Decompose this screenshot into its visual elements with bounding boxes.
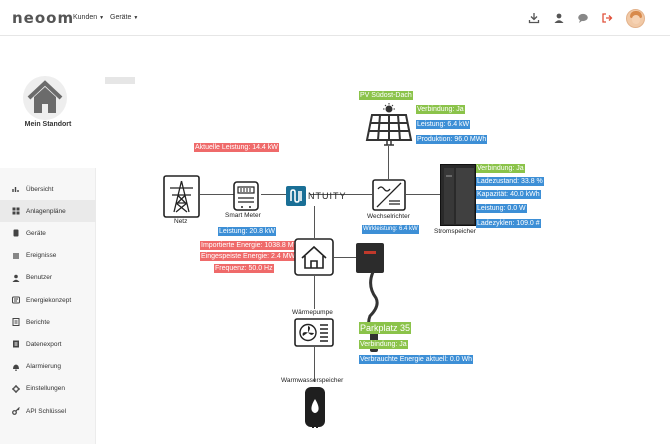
- battery-storage-image[interactable]: [440, 164, 476, 226]
- sidebar-item-geräte[interactable]: Geräte: [0, 222, 96, 244]
- sidebar-item-api-schlüssel[interactable]: API Schlüssel: [0, 400, 96, 422]
- sidebar-item-übersicht[interactable]: Übersicht: [0, 178, 96, 200]
- line-house-charger: [334, 257, 356, 258]
- sidebar-item-datenexport[interactable]: Datenexport: [0, 333, 96, 355]
- logout-icon[interactable]: [601, 12, 613, 24]
- inverter-icon[interactable]: [372, 179, 406, 211]
- heatpump-name: Wärmepumpe: [292, 309, 333, 316]
- inverter-active-power: Wirkleistung: 6.4 kW: [362, 225, 419, 234]
- ev-charger-image[interactable]: [356, 243, 384, 273]
- smart-meter-icon[interactable]: [233, 181, 259, 211]
- solar-panel-icon[interactable]: [364, 102, 414, 146]
- pv-production: Produktion: 96.0 MWh: [416, 135, 488, 144]
- storage-capacity: Kapazität: 40.0 kWh: [476, 190, 541, 199]
- line-pv-inverter: [388, 146, 389, 179]
- main-content: PV Südost-Dach Verbindung: Ja Leistung: …: [96, 36, 670, 444]
- overview-icon: [12, 187, 19, 192]
- site-card[interactable]: Mein Standort: [0, 36, 96, 168]
- sidebar-item-label: Anlagenpläne: [26, 207, 66, 215]
- storage-power: Leistung: 0.0 W: [476, 204, 527, 213]
- line-grid-meter: [200, 194, 234, 195]
- storage-soc: Ladezustand: 33.8 %: [476, 177, 544, 186]
- avatar[interactable]: [626, 9, 645, 28]
- line-inverter-storage: [406, 194, 440, 195]
- site-title: Mein Standort: [24, 121, 72, 128]
- menu-geraete[interactable]: Geräte▼: [110, 14, 138, 21]
- storage-connection: Verbindung: Ja: [476, 164, 525, 173]
- sidebar-item-energiekonzept[interactable]: Energiekonzept: [0, 289, 96, 311]
- reports-icon: [12, 318, 20, 327]
- house-icon: [23, 76, 67, 120]
- plans-icon: [12, 207, 20, 215]
- charger-name: Parkplatz 35: [359, 322, 412, 334]
- sidebar-item-label: Ereignisse: [26, 252, 57, 260]
- water-heater-name: Warmwasserspeicher: [281, 377, 344, 384]
- meter-exported-energy: Eingespeiste Energie: 2.4 MWh: [200, 252, 301, 261]
- charger-connection: Verbindung: Ja: [359, 340, 408, 349]
- sidebar-item-benutzer[interactable]: Benutzer: [0, 267, 96, 289]
- pv-connection: Verbindung: Ja: [416, 105, 465, 114]
- sidebar-item-label: API Schlüssel: [26, 407, 67, 415]
- storage-name: Stromspeicher: [434, 228, 476, 235]
- grid-power: Aktuelle Leistung: 14.4 kW: [194, 143, 279, 152]
- energy-concept-icon: [12, 296, 20, 304]
- ntuity-hub[interactable]: NTUITY: [286, 186, 350, 206]
- top-bar: neoom Kunden▼ Geräte▼: [0, 0, 670, 36]
- ntuity-logo-icon: [286, 186, 306, 206]
- device-icon: [13, 229, 19, 237]
- chevron-down-icon: ▼: [133, 15, 139, 21]
- alarm-icon: [13, 364, 19, 371]
- settings-icon: [12, 384, 20, 393]
- sidebar-item-label: Datenexport: [26, 340, 62, 348]
- grid-name: Netz: [174, 218, 188, 225]
- hub-name: NTUITY: [308, 191, 347, 201]
- sidebar-item-ereignisse[interactable]: Ereignisse: [0, 245, 96, 267]
- sidebar-item-einstellungen[interactable]: Einstellungen: [0, 378, 96, 400]
- app-logo[interactable]: neoom: [12, 9, 75, 27]
- line-hub-inverter: [310, 194, 372, 195]
- inverter-name: Wechselrichter: [367, 213, 410, 220]
- line-heatpump-water: [314, 347, 315, 382]
- water-heater-icon[interactable]: [304, 386, 326, 428]
- menu-kunden-label: Kunden: [73, 14, 98, 21]
- menu-kunden[interactable]: Kunden▼: [73, 14, 104, 21]
- pv-name: PV Südost-Dach: [359, 91, 413, 100]
- user-icon: [12, 274, 20, 282]
- pv-power: Leistung: 6.4 kW: [416, 120, 471, 129]
- chevron-down-icon: ▼: [99, 15, 105, 21]
- sidebar-item-label: Übersicht: [26, 185, 54, 193]
- chat-icon[interactable]: [577, 12, 589, 24]
- power-pylon-icon[interactable]: [163, 175, 200, 218]
- events-icon: [13, 252, 19, 259]
- meter-imported-energy: Importierte Energie: 1038.8 MWh: [200, 241, 306, 250]
- house-icon[interactable]: [294, 238, 334, 276]
- meter-name: Smart Meter: [225, 212, 261, 219]
- sidebar-item-label: Berichte: [26, 318, 50, 326]
- key-icon: [12, 407, 20, 415]
- download-icon[interactable]: [528, 12, 540, 24]
- menu-geraete-label: Geräte: [110, 14, 132, 21]
- meter-frequency: Frequenz: 50.0 Hz: [214, 264, 274, 273]
- sidebar-item-label: Einstellungen: [26, 385, 66, 393]
- line-house-heatpump: [314, 276, 315, 309]
- meter-power: Leistung: 20.8 kW: [218, 227, 277, 236]
- sidebar-item-berichte[interactable]: Berichte: [0, 311, 96, 333]
- sidebar-item-label: Energiekonzept: [26, 296, 72, 304]
- line-hub-house: [314, 206, 315, 238]
- heat-pump-icon[interactable]: [294, 318, 334, 347]
- diagram-toolbar[interactable]: [105, 77, 135, 90]
- sidebar-item-label: Benutzer: [26, 274, 53, 282]
- sidebar-item-alarmierung[interactable]: Alarmierung: [0, 356, 96, 378]
- export-icon: [13, 340, 19, 348]
- sidebar-item-label: Geräte: [26, 229, 46, 237]
- storage-cycles: Ladezyklen: 109.0 #: [476, 219, 541, 228]
- sidebar-item-label: Alarmierung: [26, 363, 62, 371]
- charger-energy: Verbrauchte Energie aktuell: 0.0 Wh: [359, 355, 474, 364]
- line-meter-hub: [261, 194, 286, 195]
- sidebar-item-anlagenpläne[interactable]: Anlagenpläne: [0, 200, 96, 223]
- user-icon[interactable]: [553, 12, 565, 24]
